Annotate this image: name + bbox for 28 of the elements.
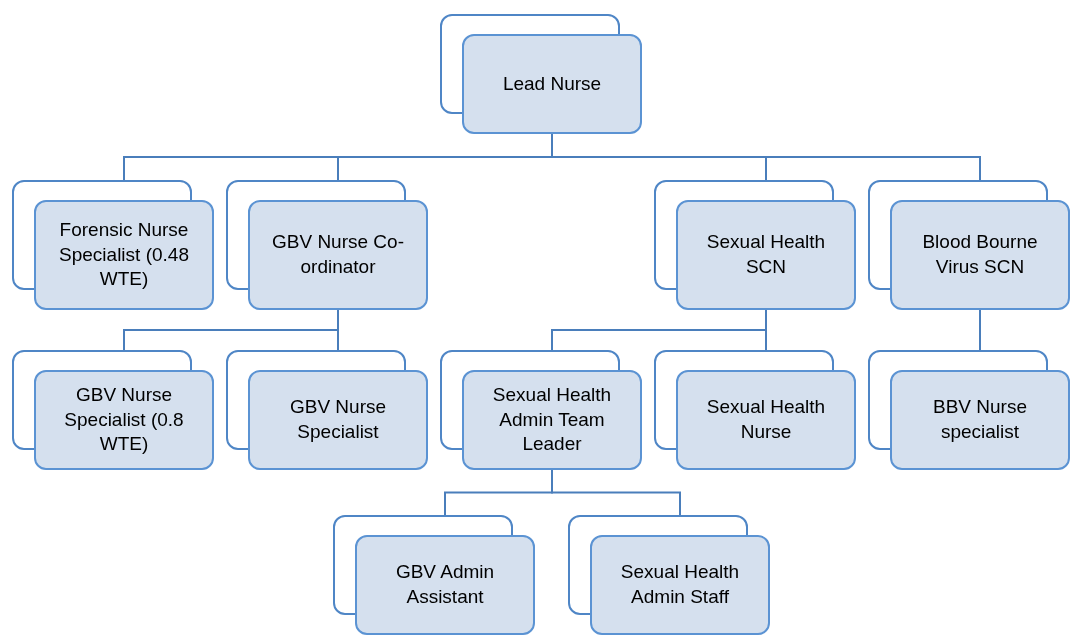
box-label: GBV Nurse Co-ordinator [271,230,405,279]
box-label: BBV Nurse specialist [932,395,1028,444]
org-chart-card [226,180,428,310]
org-chart-card [654,350,856,470]
box-label: Lead Nurse [502,71,602,96]
org-chart-card [868,180,1070,310]
org-chart-card [440,350,642,470]
box-label: Sexual Health Nurse [705,395,827,444]
box-label: GBV Nurse Specialist [288,395,388,444]
org-chart-card [440,14,642,134]
connector-line [979,309,981,351]
box-label: Sexual Health SCN [705,230,827,279]
connector-line [765,309,767,351]
box-label: Sexual Health Admin Staff [619,560,741,609]
org-chart-card [12,350,214,470]
org-chart-card [12,180,214,310]
box-label: GBV Admin Assistant [394,560,496,609]
box-label: Forensic Nurse Specialist (0.48 WTE) [58,217,190,292]
box-label: Blood Bourne Virus SCN [921,230,1039,279]
org-chart-card [333,515,535,635]
org-chart-card [654,180,856,310]
org-chart-card [568,515,770,635]
org-chart-card [868,350,1070,470]
connector-line [337,309,339,351]
org-chart-card [226,350,428,470]
connector-line [551,469,681,516]
box-label: Sexual Health Admin Team Leader [491,382,613,457]
box-label: GBV Nurse Specialist (0.8 WTE) [63,382,185,457]
